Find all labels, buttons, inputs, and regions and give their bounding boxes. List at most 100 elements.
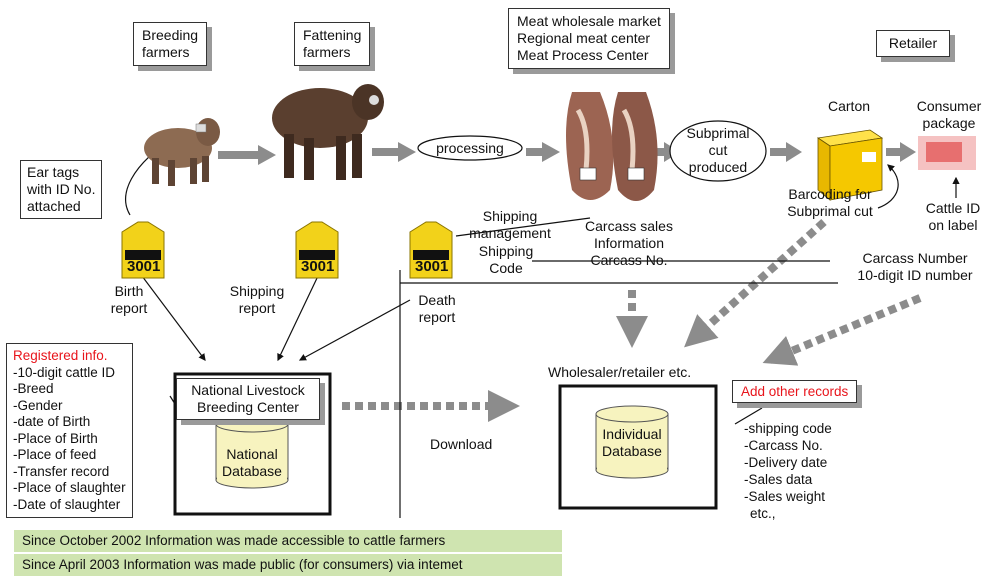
consumer-line-2: package xyxy=(922,115,976,131)
birth-report-line-2: report xyxy=(110,300,148,316)
shipping-management-label: Shipping management xyxy=(458,208,562,242)
cattle-id-line-1: Cattle ID xyxy=(925,200,981,216)
ear-tag-note-box: Ear tags with ID No. attached xyxy=(20,160,103,219)
market-box: Meat wholesale market Regional meat cent… xyxy=(508,8,670,69)
retailer-label: Retailer xyxy=(888,35,938,51)
registered-info-title: Registered info. xyxy=(13,348,108,363)
wholesaler-label: Wholesaler/retailer etc. xyxy=(548,364,692,380)
ear-tag-note-line-3: attached xyxy=(27,198,81,214)
carcass-sales-line-2: Information xyxy=(593,235,665,251)
registered-item: -Gender xyxy=(13,397,63,413)
tag-number-shipping: 3001 xyxy=(301,258,335,275)
subprimal-ellipse xyxy=(669,120,767,182)
shipping-code-line-1: Shipping xyxy=(478,243,534,259)
flow-arrow-4 xyxy=(650,142,680,162)
flow-arrow-5 xyxy=(770,142,802,162)
flow-arrows xyxy=(218,142,916,165)
carton-label: Carton xyxy=(828,98,871,114)
registered-item: -Place of feed xyxy=(13,447,97,462)
registered-info-box: Registered info. -10-digit cattle ID -Br… xyxy=(6,343,133,518)
other-record-item: etc., xyxy=(750,506,776,521)
individual-db-line-2: Database xyxy=(602,443,662,459)
ear-tag-note-line-2: with ID No. xyxy=(27,181,96,197)
flow-arrow-1 xyxy=(218,145,276,165)
death-report-label: Death report xyxy=(410,292,464,326)
consumer-package-image xyxy=(918,136,976,170)
other-records-list: -shipping code -Carcass No. -Delivery da… xyxy=(744,420,832,522)
shipping-report-line-2: report xyxy=(238,300,276,316)
market-line-3: Meat Process Center xyxy=(517,47,649,63)
barcode-pointer xyxy=(877,164,899,209)
tag-number-birth: 3001 xyxy=(127,258,161,275)
carcass-sales-line-3: Carcass No. xyxy=(590,252,668,268)
subprimal-line-1: Subprimal xyxy=(686,125,750,141)
dashed-arrows xyxy=(342,219,922,422)
other-records-title: Add other records xyxy=(741,384,849,399)
breeding-line-2: farmers xyxy=(142,44,190,60)
shipping-report-line-1: Shipping xyxy=(229,283,285,299)
market-line-2: Regional meat center xyxy=(517,30,651,46)
carcass-image xyxy=(566,92,658,201)
other-record-item: -Sales data xyxy=(744,472,813,487)
registered-item: -date of Birth xyxy=(13,414,91,429)
label-arrow xyxy=(762,294,922,366)
other-record-item: -Sales weight xyxy=(744,489,826,504)
shipping-mgmt-line-2: management xyxy=(469,225,551,241)
registered-item: -Breed xyxy=(13,381,54,396)
individual-database-label: Individual Database xyxy=(596,426,668,460)
other-record-item: -shipping code xyxy=(744,421,832,436)
breeding-cow-image xyxy=(144,118,220,186)
ear-tag-note-line-1: Ear tags xyxy=(27,164,80,180)
other-record-item: -Delivery date xyxy=(744,455,828,470)
flow-arrow-6 xyxy=(886,142,916,162)
consumer-package-label: Consumer package xyxy=(914,98,984,132)
ear-tag-death-icon xyxy=(409,221,453,279)
cattle-id-label: Cattle ID on label xyxy=(920,200,986,234)
carcass-number-label: Carcass Number 10-digit ID number xyxy=(850,250,980,284)
shipping-mgmt-line xyxy=(455,217,591,237)
carcass-number-line-1: Carcass Number xyxy=(862,250,968,266)
flow-arrow-2 xyxy=(372,142,416,162)
national-db-line-2: Database xyxy=(222,463,282,479)
shipping-mgmt-line-1: Shipping xyxy=(482,208,538,224)
download-label: Download xyxy=(430,436,493,452)
registered-item: -Date of slaughter xyxy=(13,496,121,512)
ear-tag-shipping-icon xyxy=(295,221,339,279)
birth-arrow xyxy=(141,275,206,361)
other-record-item: -Carcass No. xyxy=(744,438,823,453)
national-center-line-2: Breeding Center xyxy=(197,399,299,415)
processing-ellipse xyxy=(417,135,523,161)
birth-report-line-1: Birth xyxy=(114,283,144,299)
barcode-arrow xyxy=(684,219,827,348)
flow-arrow-3 xyxy=(526,142,560,162)
individual-db-line-1: Individual xyxy=(602,426,662,442)
subprimal-label: Subprimal cut produced xyxy=(672,125,764,176)
subprimal-line-2: cut xyxy=(708,142,728,158)
subprimal-line-3: produced xyxy=(688,159,748,175)
death-arrow xyxy=(298,299,411,361)
fattening-line-2: farmers xyxy=(303,44,351,60)
footer-note-1: Since October 2002 Information was made … xyxy=(14,530,562,552)
national-database-label: National Database xyxy=(216,446,288,480)
death-report-line-2: report xyxy=(418,309,456,325)
barcoding-label: Barcoding for Subprimal cut xyxy=(778,186,882,220)
market-line-1: Meat wholesale market xyxy=(517,13,661,29)
fattening-line-1: Fattening xyxy=(303,27,362,43)
processing-label: processing xyxy=(436,140,504,156)
other-records-title-box: Add other records xyxy=(732,380,858,403)
shipping-arrow xyxy=(277,275,319,362)
consumer-line-1: Consumer xyxy=(916,98,982,114)
national-db-line-1: National xyxy=(226,446,278,462)
breeding-line-1: Breeding xyxy=(142,27,199,43)
breeding-farmers-box: Breeding farmers xyxy=(133,22,208,66)
registered-item: -Place of slaughter xyxy=(13,480,126,495)
registered-item: -Place of Birth xyxy=(13,430,98,446)
shipping-report-label: Shipping report xyxy=(222,283,292,317)
fattening-cow-image xyxy=(272,84,384,180)
footer-note-2: Since April 2003 Information was made pu… xyxy=(14,554,562,576)
registered-item: -Transfer record xyxy=(13,463,110,479)
tag-number-death: 3001 xyxy=(415,258,449,275)
barcoding-line-1: Barcoding for xyxy=(788,186,872,202)
ear-tag-birth-icon xyxy=(121,221,165,279)
registered-item: -10-digit cattle ID xyxy=(13,364,116,380)
